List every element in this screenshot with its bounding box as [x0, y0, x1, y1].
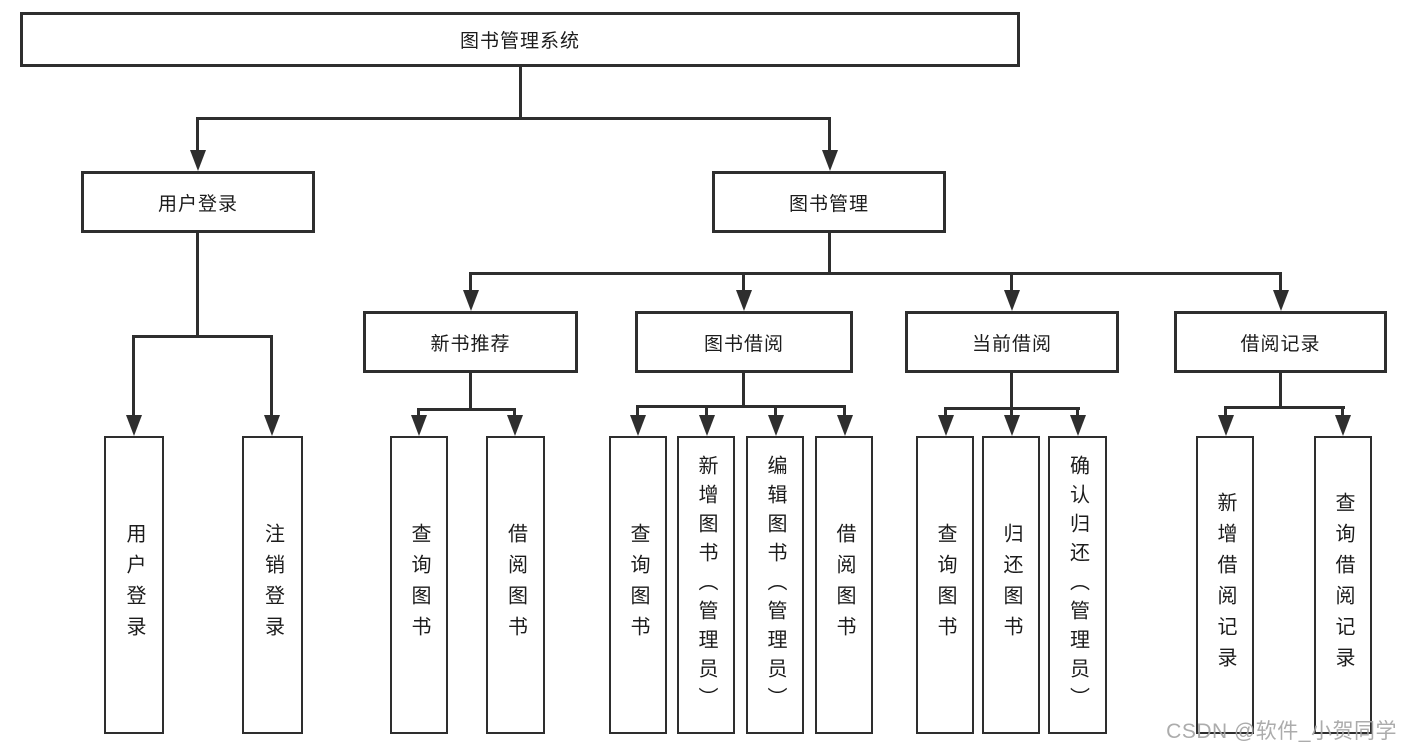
connector-leaf-drop	[1076, 407, 1079, 417]
leaf-recommend-borrow-book: 借阅图书	[486, 436, 545, 734]
arrow-down-icon	[190, 150, 206, 171]
connector-book-borrow-stem	[742, 373, 745, 408]
leaf-record-query: 查询借阅记录	[1314, 436, 1372, 734]
leaf-current-query-book: 查询图书	[916, 436, 974, 734]
arrow-down-icon	[630, 415, 646, 436]
arrow-down-icon	[264, 415, 280, 436]
connector-leaf-drop	[1341, 406, 1344, 417]
connector-book-borrow-branch	[636, 405, 846, 408]
node-user-login: 用户登录	[81, 171, 315, 233]
leaf-record-add: 新增借阅记录	[1196, 436, 1254, 734]
leaf-borrow-add-book: 新增图书（管理员）	[677, 436, 735, 734]
connector-user-login-branch	[132, 335, 273, 338]
arrow-down-icon	[463, 290, 479, 311]
leaf-recommend-query-book: 查询图书	[390, 436, 448, 734]
node-current-borrow: 当前借阅	[905, 311, 1119, 373]
connector-leaf-drop	[270, 335, 273, 416]
arrow-down-icon	[1004, 290, 1020, 311]
connector-l3-drop	[1279, 272, 1282, 292]
arrow-down-icon	[411, 415, 427, 436]
connector-root-branch	[196, 117, 831, 120]
connector-book-management-drop	[828, 117, 831, 151]
connector-leaf-drop	[843, 405, 846, 417]
connector-l3-drop	[1010, 272, 1013, 292]
connector-leaf-drop	[774, 405, 777, 417]
connector-leaf-drop	[705, 405, 708, 417]
node-book-borrow: 图书借阅	[635, 311, 853, 373]
arrow-down-icon	[1273, 290, 1289, 311]
connector-leaf-drop	[132, 335, 135, 416]
arrow-down-icon	[699, 415, 715, 436]
connector-l3-drop	[742, 272, 745, 292]
arrow-down-icon	[1218, 415, 1234, 436]
connector-book-management-branch	[469, 272, 1282, 275]
connector-leaf-drop	[513, 408, 516, 418]
connector-root-stem	[519, 67, 522, 117]
arrow-down-icon	[768, 415, 784, 436]
connector-leaf-drop	[944, 407, 947, 417]
leaf-user-login: 用户登录	[104, 436, 164, 734]
connector-leaf-drop	[1224, 406, 1227, 417]
arrow-down-icon	[837, 415, 853, 436]
csdn-watermark: CSDN @软件_小贺同学	[1166, 720, 1397, 743]
connector-leaf-drop	[1010, 407, 1013, 417]
arrow-down-icon	[822, 150, 838, 171]
node-root: 图书管理系统	[20, 12, 1020, 67]
connector-current-borrow-stem	[1010, 373, 1013, 410]
connector-new-book-branch	[417, 408, 516, 411]
connector-leaf-drop	[417, 408, 420, 418]
connector-borrow-record-branch	[1224, 406, 1345, 409]
connector-l3-drop	[469, 272, 472, 292]
leaf-borrow-query-book: 查询图书	[609, 436, 667, 734]
arrow-down-icon	[938, 415, 954, 436]
leaf-borrow-borrow-book: 借阅图书	[815, 436, 873, 734]
arrow-down-icon	[736, 290, 752, 311]
arrow-down-icon	[1070, 415, 1086, 436]
arrow-down-icon	[1004, 415, 1020, 436]
connector-book-management-stem	[828, 233, 831, 275]
arrow-down-icon	[507, 415, 523, 436]
arrow-down-icon	[1335, 415, 1351, 436]
node-borrow-record: 借阅记录	[1174, 311, 1387, 373]
connector-borrow-record-stem	[1279, 373, 1282, 409]
connector-user-login-stem	[196, 233, 199, 336]
node-book-management: 图书管理	[712, 171, 946, 233]
connector-leaf-drop	[636, 405, 639, 417]
node-new-book-recommend: 新书推荐	[363, 311, 578, 373]
connector-user-login-drop	[196, 117, 199, 151]
connector-new-book-stem	[469, 373, 472, 411]
leaf-logout: 注销登录	[242, 436, 303, 734]
leaf-borrow-edit-book: 编辑图书（管理员）	[746, 436, 804, 734]
leaf-current-return-book: 归还图书	[982, 436, 1040, 734]
leaf-current-confirm-return: 确认归还（管理员）	[1048, 436, 1107, 734]
arrow-down-icon	[126, 415, 142, 436]
